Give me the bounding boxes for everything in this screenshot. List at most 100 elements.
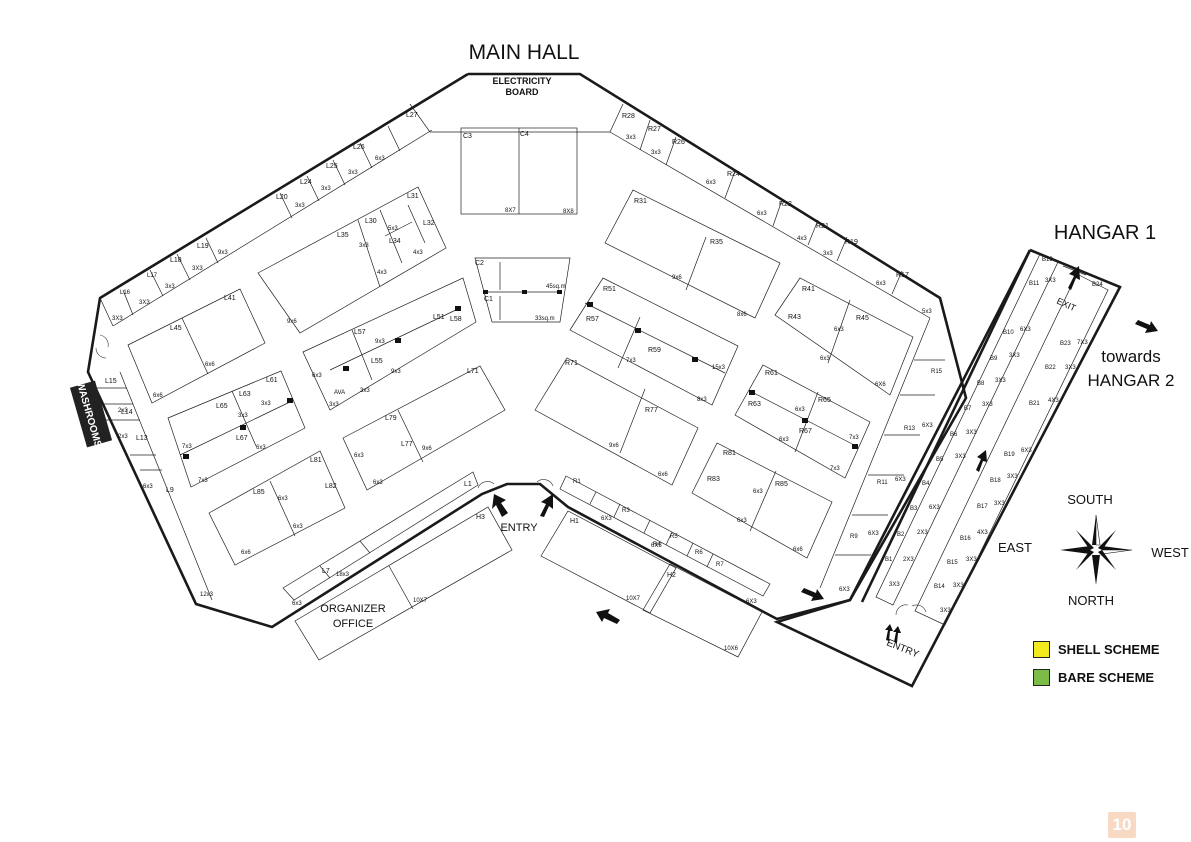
svg-text:6x3: 6x3 xyxy=(834,327,844,333)
svg-text:R28: R28 xyxy=(622,113,635,120)
svg-text:L16: L16 xyxy=(120,290,131,296)
svg-text:L45: L45 xyxy=(170,325,182,332)
svg-text:3X3: 3X3 xyxy=(1007,474,1018,480)
hangar-1-inner-wall xyxy=(860,249,1032,603)
svg-text:3x3: 3x3 xyxy=(359,243,369,249)
svg-text:6x6: 6x6 xyxy=(153,393,163,399)
svg-text:6X3: 6X3 xyxy=(922,423,933,429)
svg-text:SOUTH: SOUTH xyxy=(1067,492,1113,507)
svg-text:6x6: 6x6 xyxy=(793,547,803,553)
svg-text:WEST: WEST xyxy=(1151,545,1189,560)
svg-text:6x3: 6x3 xyxy=(375,156,385,162)
svg-text:B16: B16 xyxy=(960,536,971,542)
svg-text:6X3: 6X3 xyxy=(651,543,662,549)
svg-text:R85: R85 xyxy=(775,481,788,488)
svg-text:6X3: 6X3 xyxy=(868,531,879,537)
svg-text:L32: L32 xyxy=(423,220,435,227)
exit-label: EXIT xyxy=(1055,296,1078,314)
svg-text:B5: B5 xyxy=(936,457,944,463)
size-labels: 6x3 3x3 3x3 3x3 9x3 3X3 3x3 3X3 3X3 2x3 … xyxy=(112,135,1088,652)
svg-text:L57: L57 xyxy=(354,329,366,336)
svg-text:R3: R3 xyxy=(622,508,630,514)
svg-text:B11: B11 xyxy=(1029,281,1040,287)
svg-text:3x3: 3x3 xyxy=(238,413,248,419)
svg-text:B14: B14 xyxy=(934,584,945,590)
svg-text:12x3: 12x3 xyxy=(200,592,214,598)
svg-text:R45: R45 xyxy=(856,315,869,322)
svg-text:6x3: 6x3 xyxy=(820,356,830,362)
svg-text:B3: B3 xyxy=(910,506,918,512)
svg-text:C4: C4 xyxy=(520,131,529,138)
svg-text:3X3: 3X3 xyxy=(982,402,993,408)
svg-text:R61: R61 xyxy=(765,370,778,377)
svg-text:R5: R5 xyxy=(670,534,678,540)
svg-text:7x3: 7x3 xyxy=(626,358,636,364)
svg-text:6x6: 6x6 xyxy=(658,472,668,478)
svg-text:L9: L9 xyxy=(166,487,174,494)
svg-text:3x3: 3x3 xyxy=(626,135,636,141)
svg-text:R26: R26 xyxy=(672,139,685,146)
svg-text:L26: L26 xyxy=(353,144,365,151)
svg-text:4x3: 4x3 xyxy=(413,250,423,256)
svg-text:3X3: 3X3 xyxy=(1009,353,1020,359)
svg-text:7x3: 7x3 xyxy=(849,435,859,441)
svg-text:9x3: 9x3 xyxy=(218,250,228,256)
right-island-booths xyxy=(534,189,914,559)
svg-text:6x6: 6x6 xyxy=(205,362,215,368)
svg-text:2X3: 2X3 xyxy=(903,557,914,563)
svg-text:R71: R71 xyxy=(565,360,578,367)
svg-text:L24: L24 xyxy=(300,179,312,186)
svg-text:C2: C2 xyxy=(475,260,484,267)
svg-text:L35: L35 xyxy=(337,232,349,239)
svg-text:3X3: 3X3 xyxy=(995,378,1006,384)
hangar-1-title: HANGAR 1 xyxy=(1054,222,1156,244)
svg-text:6x3: 6x3 xyxy=(737,518,747,524)
main-hall-outline xyxy=(86,72,968,629)
main-hall-title: MAIN HALL xyxy=(469,41,580,64)
svg-text:L34: L34 xyxy=(389,238,401,245)
svg-text:6x3: 6x3 xyxy=(256,445,266,451)
svg-text:B19: B19 xyxy=(1004,452,1015,458)
svg-text:7x3: 7x3 xyxy=(830,466,840,472)
svg-text:6X3: 6X3 xyxy=(839,587,850,593)
svg-text:10X7: 10X7 xyxy=(413,598,428,604)
svg-text:towards: towards xyxy=(1101,347,1161,366)
entry-arrow-icon xyxy=(540,494,553,517)
entry-label: ENTRY xyxy=(500,522,538,534)
svg-text:L18: L18 xyxy=(170,257,182,264)
svg-text:L51: L51 xyxy=(433,314,445,321)
svg-text:L19: L19 xyxy=(197,243,209,250)
svg-text:L85: L85 xyxy=(253,489,265,496)
booth-labels: L27 L26 L25 L24 L20 L19 L18 L17 L16 L15 … xyxy=(105,112,1103,590)
legend-label: SHELL SCHEME xyxy=(1058,642,1160,657)
svg-text:3X3: 3X3 xyxy=(953,583,964,589)
svg-text:R6: R6 xyxy=(695,550,703,556)
svg-text:R15: R15 xyxy=(931,369,943,375)
svg-text:R67: R67 xyxy=(799,428,812,435)
svg-text:3X3: 3X3 xyxy=(139,300,150,306)
svg-text:C3: C3 xyxy=(463,133,472,140)
svg-text:B22: B22 xyxy=(1045,365,1056,371)
direction-arrow-icon xyxy=(596,609,620,624)
svg-text:R17: R17 xyxy=(896,272,909,279)
svg-text:L81: L81 xyxy=(310,457,322,464)
legend-label: BARE SCHEME xyxy=(1058,670,1155,685)
svg-text:R43: R43 xyxy=(788,314,801,321)
svg-text:R41: R41 xyxy=(802,286,815,293)
svg-text:9x3: 9x3 xyxy=(375,339,385,345)
left-wall-booths xyxy=(88,125,433,601)
svg-text:R35: R35 xyxy=(710,239,723,246)
svg-text:L82: L82 xyxy=(325,483,337,490)
exit-arrow-icon xyxy=(1068,266,1080,290)
left-island-booths xyxy=(127,186,506,566)
svg-text:R21: R21 xyxy=(816,223,829,230)
svg-text:8x6: 8x6 xyxy=(737,312,747,318)
entry-arrow-icon xyxy=(492,494,508,517)
svg-text:4x3: 4x3 xyxy=(797,236,807,242)
svg-text:B23: B23 xyxy=(1060,341,1071,347)
svg-text:6X3: 6X3 xyxy=(746,599,757,605)
direction-arrow-icon xyxy=(1135,320,1158,333)
svg-text:3x3: 3x3 xyxy=(165,284,175,290)
svg-text:10X7: 10X7 xyxy=(626,596,641,602)
svg-text:6X3: 6X3 xyxy=(895,477,906,483)
